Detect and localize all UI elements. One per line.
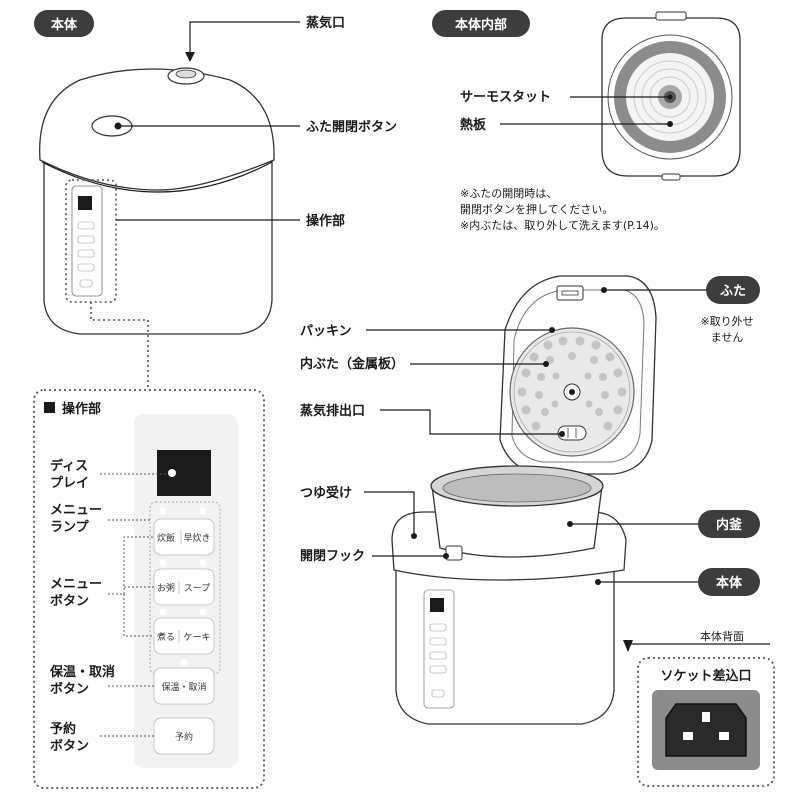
label-menu-button-2: ボタン [50,593,89,609]
label-menu-lamp-2: ランプ [50,520,90,535]
button-simmer-cake[interactable] [153,617,215,655]
panel-detail-connector [90,302,149,388]
callout-packing: パッキン [300,324,555,339]
pill-body-label: 本体 [716,575,743,591]
label-display-2: プレイ [50,476,89,491]
label-open-hook: 開閉フック [300,549,365,564]
label-menu-lamp-1: メニュー [50,503,102,518]
pill-inner-pot-label: 内釜 [716,517,743,533]
callout-open-hook: 開閉フック [300,549,449,564]
note-lid-open-1: ※ふたの開閉時は、 [460,187,557,200]
button-keep-warm-cancel-label: 保温・取消 [161,681,206,693]
label-timer-1: 予約 [50,721,76,737]
control-panel-detail: 操作部 炊飯 早炊き お粥 スープ 煮る ケーキ 保温・取消 予約 [33,389,265,789]
body-inside-illustration [601,11,741,181]
callout-heating-plate: 熱板 [460,117,670,133]
callout-body: 本体 [595,568,760,596]
button-cook-quick[interactable] [153,518,215,556]
note-inner-lid-wash: ※内ぶたは、取り外して洗えます(P.14)。 [460,218,665,232]
pill-body-inside: 本体内部 [432,10,530,37]
callout-inner-pot: 内釜 [567,510,760,538]
label-display-1: ディス [50,458,88,474]
label-back-side: 本体背面 [700,629,744,643]
callout-drip-tray: つゆ受け [300,485,417,539]
note-lid-open-2: 開閉ボタンを押してください。 [460,202,613,216]
button-soup-label: スープ [184,583,210,594]
open-cooker-illustration [391,275,657,725]
note-not-removable-2: ません [711,331,744,344]
pill-main-body: 本体 [34,10,94,37]
button-cake-label: ケーキ [183,632,210,643]
label-lid-button: ふた開閉ボタン [306,119,397,135]
pill-body-inside-label: 本体内部 [455,17,507,33]
button-quick-cook-label: 早炊き [183,532,210,544]
label-packing: パッキン [300,324,352,339]
socket-icon [665,703,747,757]
note-not-removable-1: ※取り外せ [700,315,753,328]
button-simmer-label: 煮る [157,632,175,643]
display-screen [157,450,211,496]
label-control-panel: 操作部 [306,213,345,229]
callout-lid-button: ふた開閉ボタン [118,119,397,135]
label-menu-button-1: メニュー [50,577,102,592]
label-heating-plate: 熱板 [460,117,487,133]
pill-lid-label: ふた [720,284,746,299]
label-thermostat: サーモスタット [460,90,551,105]
callout-control-panel: 操作部 [116,213,345,229]
rice-cooker-illustration [39,67,275,335]
callout-thermostat: サーモスタット [460,90,670,105]
callout-steam-outlet: 蒸気排出口 [300,403,565,437]
label-steam-outlet: 蒸気排出口 [300,403,365,419]
label-socket: ソケット差込口 [660,668,751,684]
label-inner-lid: 内ぶた（金属板） [300,356,404,372]
pill-main-body-label: 本体 [51,17,78,33]
label-drip-tray: つゆ受け [300,485,352,501]
button-timer-label: 予約 [175,731,193,743]
label-steam-vent: 蒸気口 [306,15,345,31]
button-porridge-label: お粥 [157,582,175,594]
callout-lid: ふた [601,276,760,304]
detail-title: 操作部 [62,401,101,417]
callout-inner-lid: 内ぶた（金属板） [300,356,549,372]
label-keep-cancel-2: ボタン [50,681,89,697]
button-cook-rice-label: 炊飯 [157,532,175,544]
socket-callout: 本体背面 ソケット差込口 [623,629,775,787]
label-keep-cancel-1: 保温・取消 [49,664,115,680]
callout-steam-vent: 蒸気口 [185,15,345,62]
label-timer-2: ボタン [50,738,89,754]
